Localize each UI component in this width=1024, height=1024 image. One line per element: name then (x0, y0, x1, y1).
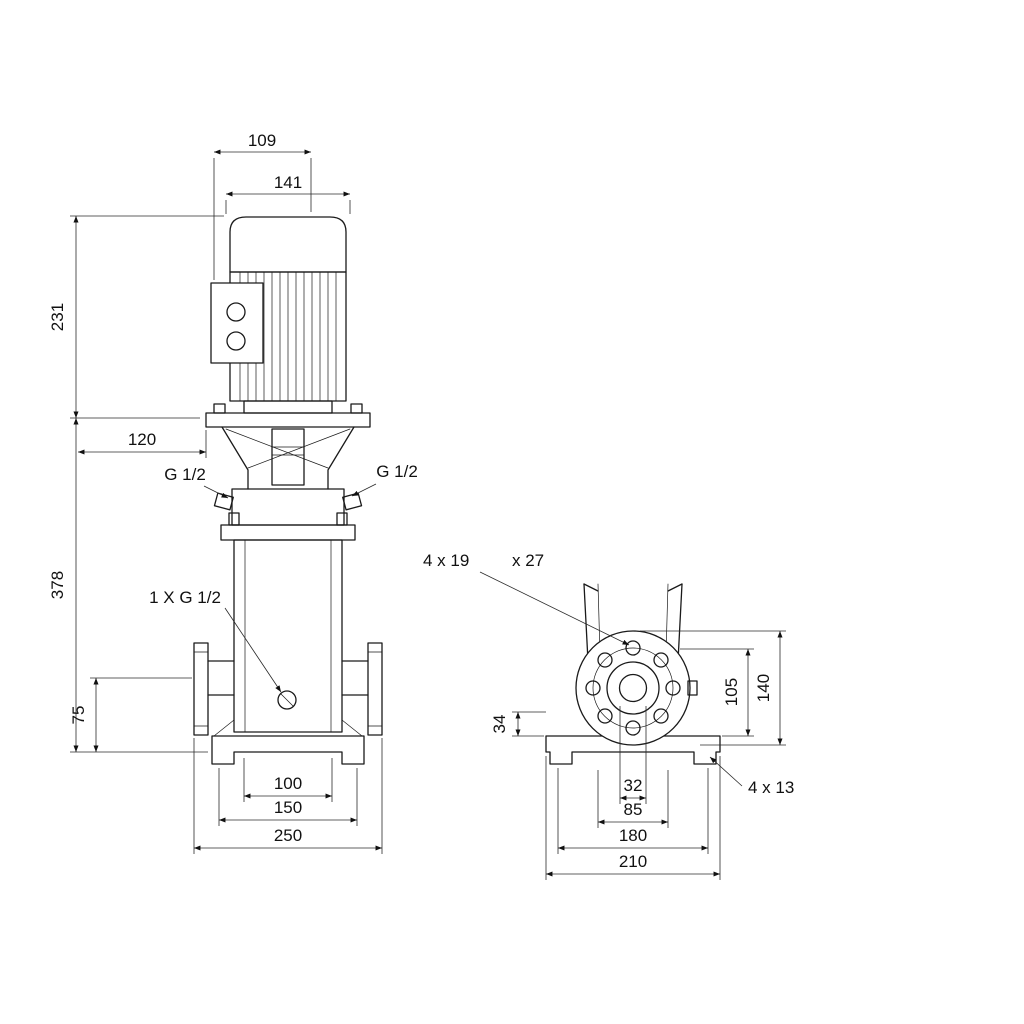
port-flanges (193, 642, 383, 736)
dim-210: 210 (619, 852, 647, 871)
dim-120: 120 (128, 430, 156, 449)
front-view: 109 141 231 120 378 75 100 150 250 G 1/2… (48, 131, 418, 854)
terminal-box (210, 282, 264, 364)
dim-105: 105 (722, 678, 741, 706)
side-dimension-lines (479, 571, 786, 880)
drain-plug (277, 690, 297, 710)
chamber-stack (233, 539, 343, 733)
label-port-left: G 1/2 (164, 465, 206, 484)
dim-150: 150 (274, 798, 302, 817)
label-flange-holes-depth: x 27 (512, 551, 544, 570)
side-base (545, 735, 721, 765)
label-flange-holes: 4 x 19 (423, 551, 469, 570)
dim-250: 250 (274, 826, 302, 845)
dim-32: 32 (624, 776, 643, 795)
port-flange-face (575, 630, 698, 746)
dim-141: 141 (274, 173, 302, 192)
dim-75: 75 (69, 706, 88, 725)
motor-stool (205, 400, 371, 490)
label-port-right: G 1/2 (376, 462, 418, 481)
pump-head (213, 488, 363, 541)
dim-85: 85 (624, 800, 643, 819)
dim-140: 140 (754, 674, 773, 702)
side-view: 4 x 19 x 27 34 105 140 32 85 180 210 4 x… (423, 551, 794, 880)
front-dimension-lines (70, 149, 383, 854)
dim-34: 34 (490, 715, 509, 734)
dim-378: 378 (48, 571, 67, 599)
dim-109: 109 (248, 131, 276, 150)
dim-180: 180 (619, 826, 647, 845)
label-drain: 1 X G 1/2 (149, 588, 221, 607)
pump-base-front (211, 719, 365, 765)
label-base-holes: 4 x 13 (748, 778, 794, 797)
dim-231: 231 (48, 303, 67, 331)
dim-100: 100 (274, 774, 302, 793)
